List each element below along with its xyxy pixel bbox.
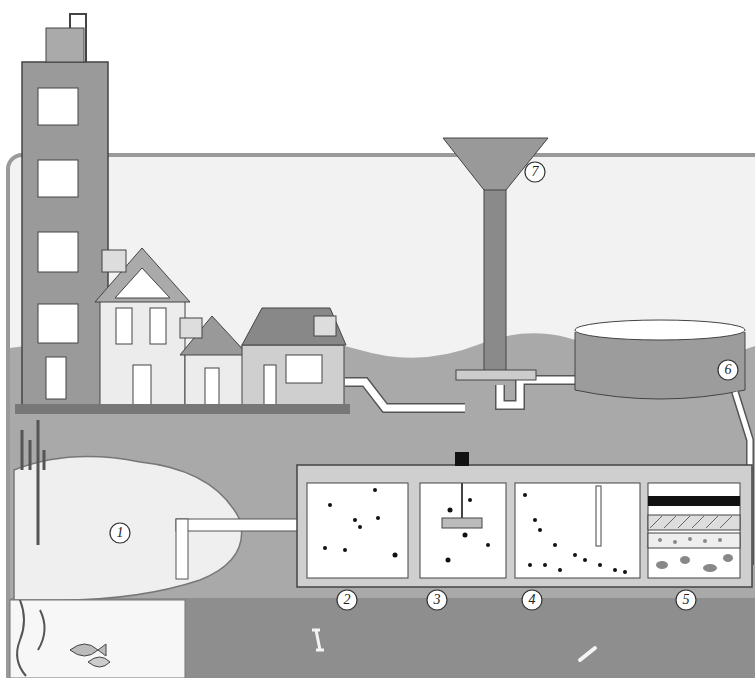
- callout-number: 6: [718, 360, 738, 380]
- callout-number: 5: [676, 590, 696, 610]
- callout-number: 4: [522, 590, 542, 610]
- callout-number: 3: [427, 590, 447, 610]
- callout-number: 2: [337, 590, 357, 610]
- callout-number: 1: [110, 523, 130, 543]
- callout-number: 7: [525, 162, 545, 182]
